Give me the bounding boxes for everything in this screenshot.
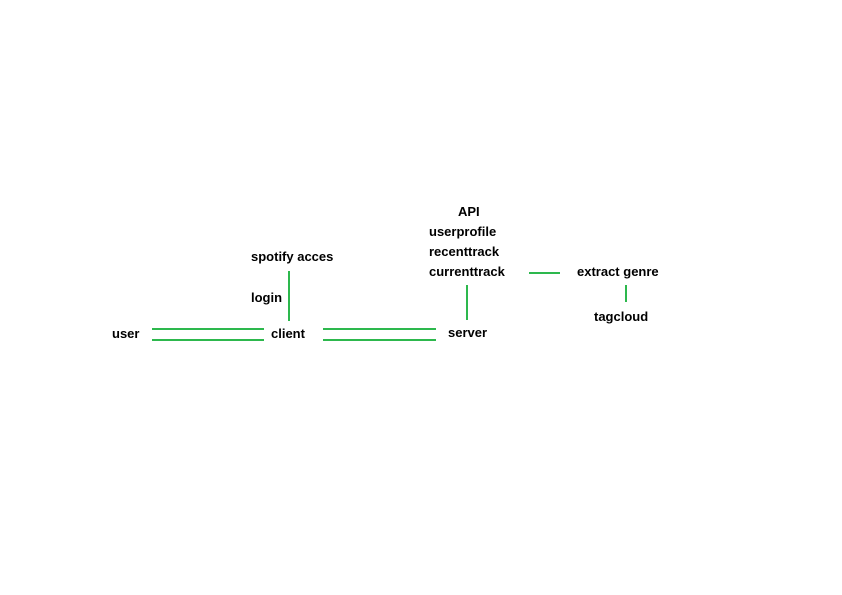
edge-label-login: login: [251, 290, 283, 305]
node-extract-genre: extract genre: [577, 264, 659, 279]
node-user: user: [112, 326, 140, 341]
connector-server-api: [466, 285, 468, 320]
node-spotify-access: spotify acces: [251, 249, 334, 264]
node-tagcloud: tagcloud: [594, 309, 649, 324]
node-api-title: API: [458, 204, 480, 219]
connector-api-extract-genre: [529, 272, 560, 274]
api-item-recenttrack: recenttrack: [429, 244, 500, 259]
api-item-userprofile: userprofile: [429, 224, 497, 239]
connector-extract-genre-tagcloud: [625, 285, 627, 302]
connector-client-spotify: [288, 271, 290, 321]
api-item-currenttrack: currenttrack: [429, 264, 505, 279]
connector-user-client-bottom: [152, 339, 264, 341]
connector-user-client-top: [152, 328, 264, 330]
node-client: client: [271, 326, 305, 341]
connector-client-server-bottom: [323, 339, 436, 341]
connector-client-server-top: [323, 328, 436, 330]
node-server: server: [448, 325, 488, 340]
